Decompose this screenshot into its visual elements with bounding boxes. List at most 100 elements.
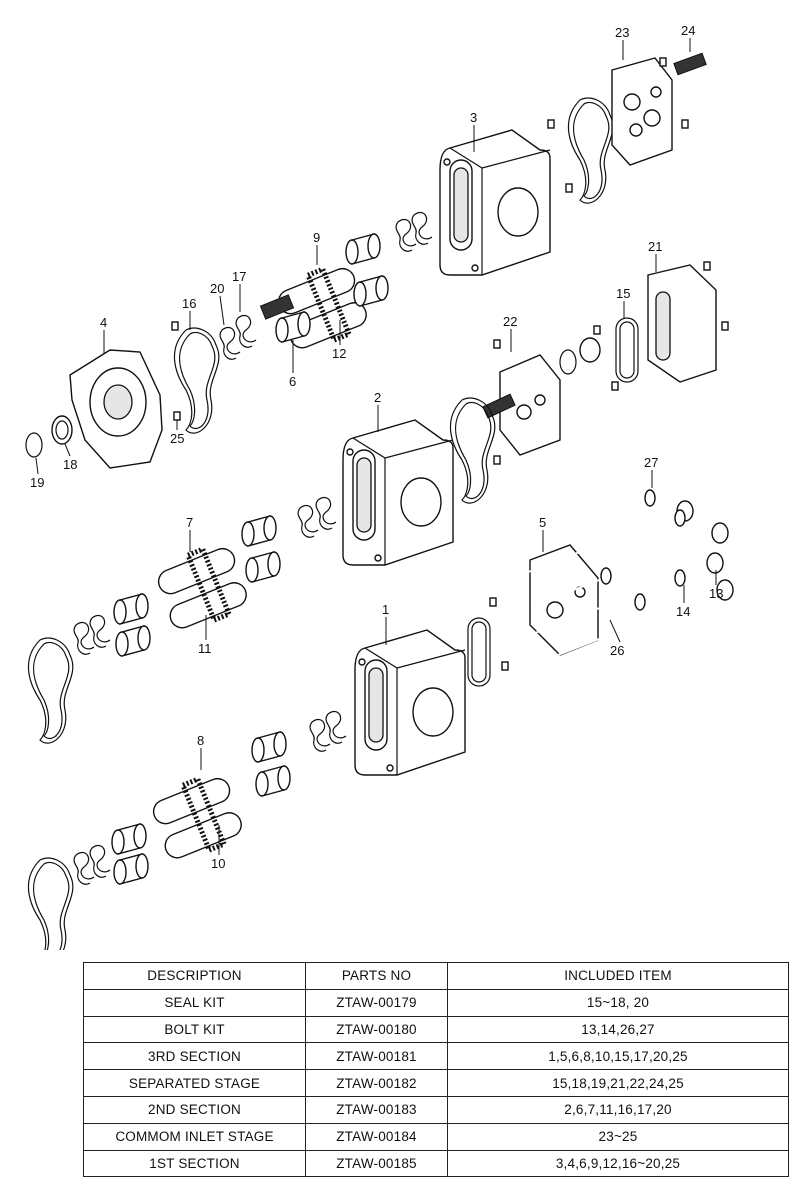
callout-9: 9 — [313, 230, 320, 245]
separator-plate-part-22 — [499, 354, 561, 456]
bushing-pair-bottom-left — [111, 823, 149, 885]
gear-shaft-assembly-8-10 — [150, 775, 245, 861]
header-description: DESCRIPTION — [83, 962, 306, 990]
splined-shaft — [259, 294, 295, 320]
callout-17: 17 — [232, 269, 246, 284]
cell-included-item: 2,6,7,11,16,17,20 — [447, 1095, 789, 1124]
table-row: SEPARATED STAGE ZTAW-00182 15,18,19,21,2… — [83, 1069, 789, 1097]
cell-description: COMMOM INLET STAGE — [83, 1122, 306, 1151]
gear-shaft-assembly-7-11 — [155, 545, 250, 631]
cell-description: BOLT KIT — [83, 1015, 306, 1044]
callout-26: 26 — [610, 643, 624, 658]
table-row: 1ST SECTION ZTAW-00185 3,4,6,9,12,16~20,… — [83, 1149, 789, 1178]
callout-1: 1 — [382, 602, 389, 617]
callout-2: 2 — [374, 390, 381, 405]
callout-27: 27 — [644, 455, 658, 470]
dowel-pins-flange — [171, 321, 181, 421]
callout-7: 7 — [186, 515, 193, 530]
callout-15: 15 — [616, 286, 630, 301]
cell-description: 2ND SECTION — [83, 1095, 306, 1124]
cell-parts-no: ZTAW-00179 — [305, 988, 448, 1017]
callout-8: 8 — [197, 733, 204, 748]
bushing-pair-upper — [345, 233, 389, 307]
cell-description: 3RD SECTION — [83, 1042, 306, 1071]
separator-plate-part-21 — [647, 264, 717, 383]
end-cover-part-23 — [611, 57, 673, 166]
callout-3: 3 — [470, 110, 477, 125]
table-row: 2ND SECTION ZTAW-00183 2,6,7,11,16,17,20 — [83, 1095, 789, 1124]
center-block-part-5 — [529, 544, 599, 656]
housing-part-3 — [439, 129, 551, 276]
seal-part-15 — [615, 317, 639, 383]
callout-24: 24 — [681, 23, 695, 38]
callout-22: 22 — [503, 314, 517, 329]
callout-20: 20 — [210, 281, 224, 296]
cell-parts-no: ZTAW-00184 — [305, 1122, 448, 1151]
cell-parts-no: ZTAW-00181 — [305, 1042, 448, 1071]
cell-parts-no: ZTAW-00185 — [305, 1149, 448, 1178]
bushing-pair-lower — [251, 731, 291, 797]
cell-description: SEPARATED STAGE — [83, 1069, 306, 1097]
cell-description: 1ST SECTION — [83, 1149, 306, 1178]
seal-part-16 — [173, 327, 220, 434]
table-row: 3RD SECTION ZTAW-00181 1,5,6,8,10,15,17,… — [83, 1042, 789, 1071]
callout-5: 5 — [539, 515, 546, 530]
seal-bottom — [27, 857, 74, 950]
callout-4: 4 — [100, 315, 107, 330]
washers-part-14 — [600, 489, 686, 611]
clip-pair-lower — [309, 710, 347, 752]
seal-ring-part-5-side — [467, 617, 491, 687]
dowel-pins-upper — [547, 57, 689, 193]
cell-parts-no: ZTAW-00183 — [305, 1095, 448, 1124]
callout-13: 13 — [709, 586, 723, 601]
cell-included-item: 15~18, 20 — [447, 988, 789, 1017]
cell-included-item: 15,18,19,21,22,24,25 — [447, 1069, 789, 1097]
callout-18: 18 — [63, 457, 77, 472]
cell-included-item: 1,5,6,8,10,15,17,20,25 — [447, 1042, 789, 1071]
clip-pair-bottom — [73, 844, 111, 885]
callout-10: 10 — [211, 856, 225, 871]
housing-part-2 — [342, 419, 454, 566]
cell-parts-no: ZTAW-00182 — [305, 1069, 448, 1097]
snap-ring-part-19 — [25, 432, 43, 458]
table-row: COMMOM INLET STAGE ZTAW-00184 23~25 — [83, 1122, 789, 1151]
bolt-part-27 — [499, 500, 694, 584]
callout-12: 12 — [332, 346, 346, 361]
cell-description: SEAL KIT — [83, 988, 306, 1017]
leader-lines — [35, 38, 717, 855]
cell-included-item: 23~25 — [447, 1122, 789, 1151]
callout-16: 16 — [182, 296, 196, 311]
bushing-pair-middle — [241, 515, 281, 583]
housing-part-1 — [354, 629, 466, 776]
cell-parts-no: ZTAW-00180 — [305, 1015, 448, 1044]
bushing-pair-lower-left — [113, 593, 151, 657]
parts-kit-table: DESCRIPTION PARTS NO INCLUDED ITEM SEAL … — [83, 962, 789, 1178]
clip-pair-middle — [297, 496, 337, 538]
seal-left — [27, 637, 74, 744]
callout-25: 25 — [170, 431, 184, 446]
dowel-pins-lower — [489, 597, 509, 671]
seal-ring-upper — [567, 97, 614, 204]
clip-pair-upper — [395, 211, 433, 252]
table-header-row: DESCRIPTION PARTS NO INCLUDED ITEM — [83, 962, 789, 990]
callout-19: 19 — [30, 475, 44, 490]
table-row: SEAL KIT ZTAW-00179 15~18, 20 — [83, 988, 789, 1017]
ring-part-18 — [51, 415, 73, 445]
threaded-stud-part-24 — [673, 52, 707, 76]
exploded-parts-diagram: 1 2 3 4 5 6 7 8 9 10 11 12 13 14 15 16 1… — [25, 23, 734, 950]
callout-14: 14 — [676, 604, 690, 619]
header-parts-no: PARTS NO — [305, 962, 448, 990]
clip-parts-17-20 — [219, 314, 257, 360]
cell-included-item: 13,14,26,27 — [447, 1015, 789, 1044]
ring-seal-pair — [559, 337, 601, 375]
cell-included-item: 3,4,6,9,12,16~20,25 — [447, 1149, 789, 1178]
callout-6: 6 — [289, 374, 296, 389]
clip-pair-left — [73, 614, 111, 655]
callout-11: 11 — [198, 641, 212, 656]
header-included-item: INCLUDED ITEM — [447, 962, 789, 990]
dowel-pins-middle — [493, 261, 729, 465]
table-row: BOLT KIT ZTAW-00180 13,14,26,27 — [83, 1015, 789, 1044]
mounting-flange-part-4 — [69, 349, 163, 469]
callout-21: 21 — [648, 239, 662, 254]
callout-23: 23 — [615, 25, 629, 40]
